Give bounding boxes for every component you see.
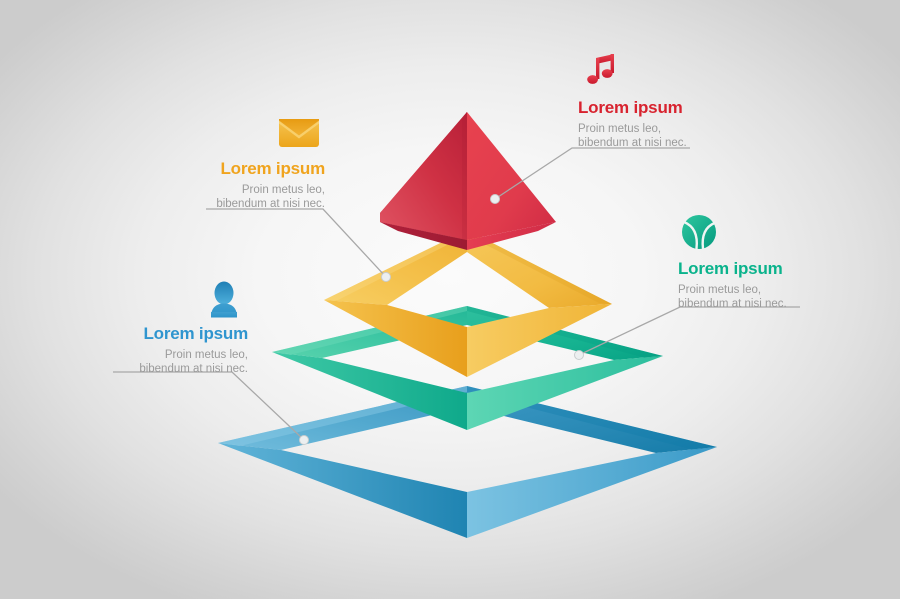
envelope-icon (175, 113, 325, 153)
callout-mail[interactable]: Lorem ipsum Proin metus leo, bibendum at… (175, 113, 325, 211)
callout-user[interactable]: Lorem ipsum Proin metus leo, bibendum at… (98, 278, 248, 376)
callout-mail-desc-line1: Proin metus leo, (241, 184, 325, 196)
user-leader-line (113, 371, 305, 441)
music-note-icon (578, 52, 728, 92)
leader-lines (113, 147, 800, 441)
callout-music[interactable]: Lorem ipsum Proin metus leo, bibendum at… (578, 52, 728, 150)
callout-ball-desc-line2: bibendum at nisi nec. (678, 298, 787, 310)
callout-ball-desc-line1: Proin metus leo, (678, 284, 762, 296)
user-leader-dot (299, 435, 309, 445)
mail-leader-dot (381, 272, 391, 282)
callout-music-desc-line2: bibendum at nisi nec. (578, 137, 687, 149)
pyramid-level-top[interactable] (380, 112, 556, 250)
leader-dots (299, 194, 584, 445)
music-leader-line (494, 147, 690, 200)
pyramid-level-second[interactable] (324, 230, 612, 377)
callout-user-desc-line1: Proin metus leo, (164, 349, 248, 361)
tennis-ball-icon (678, 213, 828, 253)
mail-leader-line (206, 208, 387, 278)
ball-leader-dot (574, 350, 584, 360)
callout-ball[interactable]: Lorem ipsum Proin metus leo, bibendum at… (678, 213, 828, 311)
callout-user-title: Lorem ipsum (143, 324, 248, 343)
callout-music-desc-line1: Proin metus leo, (578, 123, 662, 135)
music-leader-dot (490, 194, 500, 204)
callout-music-title: Lorem ipsum (578, 98, 683, 117)
callout-user-desc-line2: bibendum at nisi nec. (139, 363, 248, 375)
callout-mail-desc-line2: bibendum at nisi nec. (216, 198, 325, 210)
ball-leader-line (578, 306, 800, 356)
callout-ball-title: Lorem ipsum (678, 259, 783, 278)
callout-mail-title: Lorem ipsum (220, 159, 325, 178)
user-icon (98, 278, 248, 318)
